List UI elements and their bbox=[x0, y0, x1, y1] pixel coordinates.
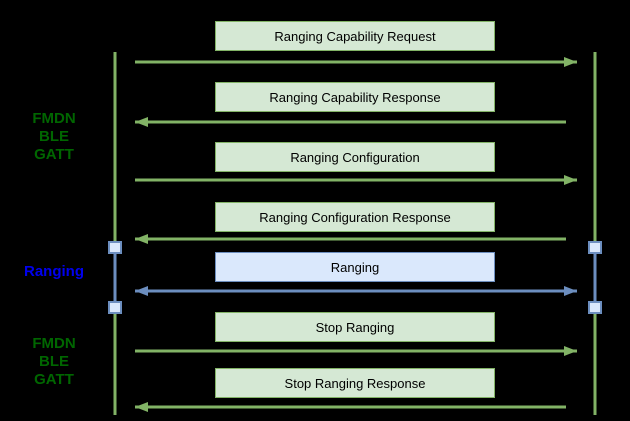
phase-label-line: FMDN bbox=[32, 110, 76, 127]
message-box-ranging-capability-request: Ranging Capability Request bbox=[215, 21, 495, 51]
phase-label-line: BLE bbox=[39, 128, 69, 145]
message-box-ranging: Ranging bbox=[215, 252, 495, 282]
phase-label-line: GATT bbox=[34, 371, 74, 388]
left-activation-marker bbox=[108, 301, 122, 314]
phase-label-ranging: Ranging bbox=[6, 263, 102, 281]
phase-label-line: BLE bbox=[39, 353, 69, 370]
right-activation-marker bbox=[588, 241, 602, 254]
phase-label-line: FMDN bbox=[32, 335, 76, 352]
phase-label-fmdn-ble-gatt-bottom: FMDN BLE GATT bbox=[6, 335, 102, 389]
message-box-ranging-configuration: Ranging Configuration bbox=[215, 142, 495, 172]
message-box-ranging-capability-response: Ranging Capability Response bbox=[215, 82, 495, 112]
message-box-stop-ranging: Stop Ranging bbox=[215, 312, 495, 342]
phase-label-fmdn-ble-gatt-top: FMDN BLE GATT bbox=[6, 110, 102, 164]
left-activation-marker bbox=[108, 241, 122, 254]
message-box-ranging-configuration-response: Ranging Configuration Response bbox=[215, 202, 495, 232]
right-activation-marker bbox=[588, 301, 602, 314]
phase-label-line: Ranging bbox=[24, 263, 84, 280]
message-box-stop-ranging-response: Stop Ranging Response bbox=[215, 368, 495, 398]
phase-label-line: GATT bbox=[34, 146, 74, 163]
